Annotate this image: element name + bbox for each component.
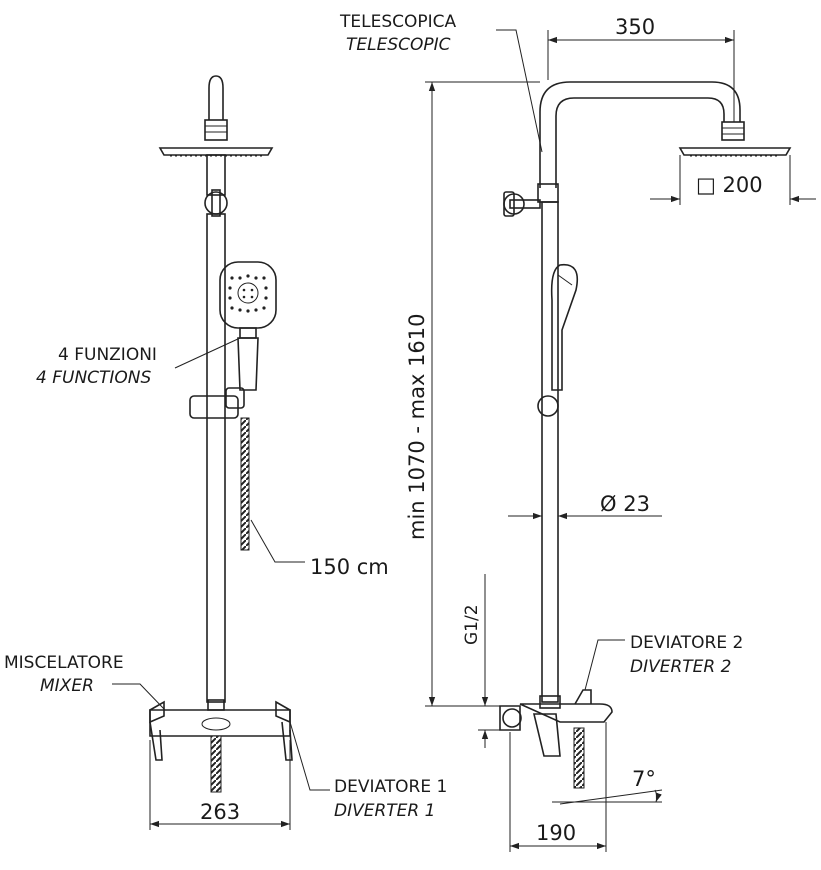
front-hand-shower	[219, 261, 277, 391]
side-lever	[532, 713, 561, 757]
front-view	[149, 75, 293, 793]
side-head-connector	[721, 121, 745, 141]
side-mixer	[499, 689, 613, 789]
front-riser-tube	[206, 213, 226, 703]
functions-label-en: 4 FUNCTIONS	[36, 368, 152, 388]
front-hose	[240, 417, 250, 551]
side-shower-head	[678, 147, 792, 156]
telescopic-label-it: TELESCOPICA	[339, 12, 457, 32]
front-mixer	[149, 699, 293, 793]
height-range-dimension: min 1070 - max 1610	[405, 313, 429, 540]
diverter1-label-it: DEVIATORE 1	[334, 777, 447, 797]
front-gooseneck	[208, 75, 224, 120]
diverter1-label-en: DIVERTER 1	[334, 801, 435, 821]
telescopic-label-en: TELESCOPIC	[346, 35, 451, 55]
side-riser-tube	[541, 201, 559, 703]
angle-dimension: 7°	[632, 767, 656, 791]
mixer-width-dimension: 263	[200, 800, 240, 824]
side-overhead-arm	[539, 81, 741, 188]
hose-length-label: 150 cm	[310, 555, 389, 579]
front-shower-head	[158, 147, 274, 156]
side-hand-shower	[550, 263, 579, 391]
front-head-connector	[204, 119, 228, 141]
diverter2-label-en: DIVERTER 2	[630, 657, 731, 677]
side-view	[499, 81, 792, 789]
side-callouts	[425, 29, 816, 852]
tube-diameter-dimension: Ø 23	[600, 492, 650, 516]
mixer-label-en: MIXER	[40, 676, 94, 696]
front-callouts	[112, 337, 330, 830]
functions-label-it: 4 FUNZIONI	[58, 345, 157, 365]
side-slider	[537, 395, 559, 417]
spout-depth-dimension: 190	[536, 821, 576, 845]
front-slider	[189, 395, 239, 419]
side-telescopic-joint	[537, 183, 559, 203]
mixer-label-it: MISCELATORE	[4, 653, 124, 673]
connection-dimension: G1/2	[462, 604, 482, 645]
head-size-dimension: □ 200	[696, 173, 763, 197]
diverter2-label-it: DEVIATORE 2	[630, 633, 743, 653]
arm-length-dimension: 350	[615, 15, 655, 39]
